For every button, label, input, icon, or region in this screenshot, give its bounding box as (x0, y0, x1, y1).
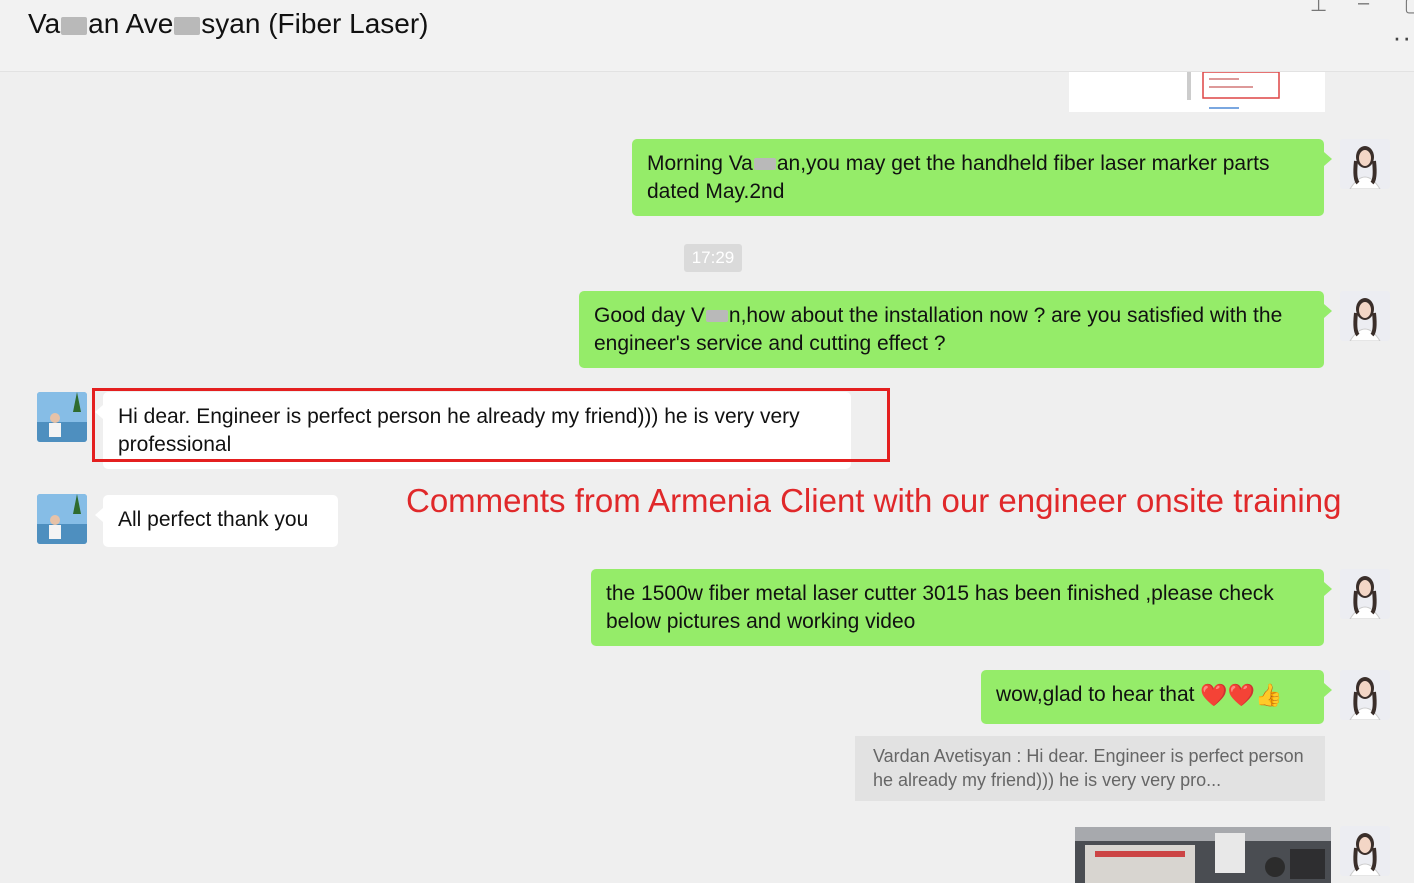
message-text: Morning Va (647, 152, 753, 175)
woman-avatar-icon (1349, 298, 1381, 341)
redacted-text (174, 16, 201, 35)
self-avatar[interactable] (1340, 826, 1390, 876)
message-text: the 1500w fiber metal laser cutter 3015 … (606, 582, 1274, 633)
redacted-text (705, 310, 728, 323)
quoted-text: Vardan Avetisyan : Hi dear. Engineer is … (873, 746, 1304, 790)
self-avatar[interactable] (1340, 670, 1390, 720)
file-card-message[interactable] (1069, 71, 1325, 112)
file-preview-icon (1187, 71, 1280, 109)
self-avatar[interactable] (1340, 291, 1390, 341)
window-controls: ⊥ – ▢ (1234, 0, 1414, 40)
message-bubble-incoming[interactable]: All perfect thank you (95, 495, 338, 547)
quoted-message[interactable]: Vardan Avetisyan : Hi dear. Engineer is … (855, 736, 1325, 801)
client-avatar[interactable] (37, 494, 87, 544)
machine-photo-icon (1075, 827, 1331, 883)
woman-avatar-icon (1349, 146, 1381, 189)
message-text: Good day V (594, 304, 705, 327)
annotation-caption: Comments from Armenia Client with our en… (406, 482, 1342, 519)
message-timestamp: 17:29 (684, 244, 742, 272)
message-bubble-outgoing[interactable]: the 1500w fiber metal laser cutter 3015 … (591, 569, 1332, 646)
title-part: syan (Fiber Laser) (201, 8, 429, 39)
chat-header: Va an Ave syan (Fiber Laser) ⊥ – ▢ ·· (0, 0, 1414, 72)
highlight-rectangle (92, 388, 890, 462)
message-text: Hi dear. Engineer is perfect person he a… (118, 405, 800, 456)
pin-icon[interactable]: ⊥ (1310, 0, 1328, 16)
message-text: wow,glad to hear that (996, 683, 1195, 706)
title-part: Va (28, 8, 61, 39)
client-photo-icon (37, 392, 87, 442)
redacted-text (61, 16, 88, 35)
maximize-icon[interactable]: ▢ (1404, 0, 1414, 16)
client-avatar[interactable] (37, 392, 87, 442)
image-message[interactable] (1075, 827, 1331, 883)
more-options-icon[interactable]: ·· (1392, 22, 1412, 52)
minimize-icon[interactable]: – (1358, 0, 1370, 14)
woman-avatar-icon (1349, 677, 1381, 720)
message-text: an,you may get the handheld fiber laser … (647, 152, 1270, 203)
client-photo-icon (37, 494, 87, 544)
redacted-text (753, 158, 776, 171)
message-text: n,how about the installation now ? are y… (594, 304, 1283, 355)
message-bubble-outgoing[interactable]: wow,glad to hear that ❤️❤️👍 (981, 670, 1332, 724)
message-text: All perfect thank you (118, 508, 309, 531)
woman-avatar-icon (1349, 833, 1381, 876)
chat-title: Va an Ave syan (Fiber Laser) (28, 8, 428, 40)
self-avatar[interactable] (1340, 569, 1390, 619)
self-avatar[interactable] (1340, 139, 1390, 189)
title-part: an Ave (88, 8, 174, 39)
message-bubble-incoming[interactable]: Hi dear. Engineer is perfect person he a… (95, 392, 851, 469)
heart-heart-thumbs-up-emoji: ❤️❤️👍 (1200, 682, 1283, 708)
woman-avatar-icon (1349, 576, 1381, 619)
